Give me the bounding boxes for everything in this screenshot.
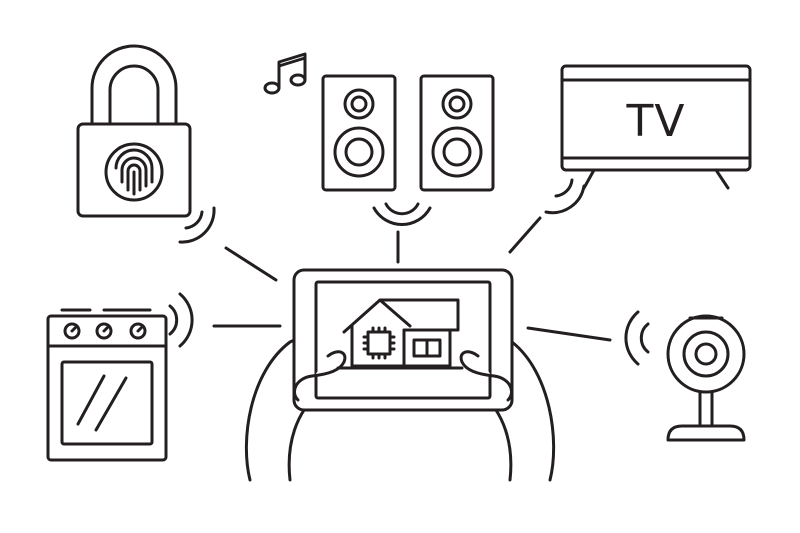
padlock-fingerprint-icon [76,44,192,218]
speaker-right [419,74,495,192]
tablet-smart-home-icon [292,268,514,412]
webcam-icon [666,314,746,442]
fingerprint-icon [104,142,164,202]
wireless-signal-icon [544,178,586,215]
speaker-left [321,74,397,192]
speakers-icon [321,74,495,192]
oven-icon [46,308,168,462]
wireless-signal-icon [168,292,194,348]
chip-icon [362,326,396,360]
wireless-signal-icon [178,206,216,244]
connection-lines [212,216,612,342]
oven-knobs [63,322,147,340]
tv-label: TV [626,96,686,147]
tv-icon: TV [560,64,752,190]
house-icon [336,298,464,370]
wireless-signal-icon [624,310,650,366]
music-note-icon [263,52,307,95]
wireless-signal-icon [372,202,432,226]
